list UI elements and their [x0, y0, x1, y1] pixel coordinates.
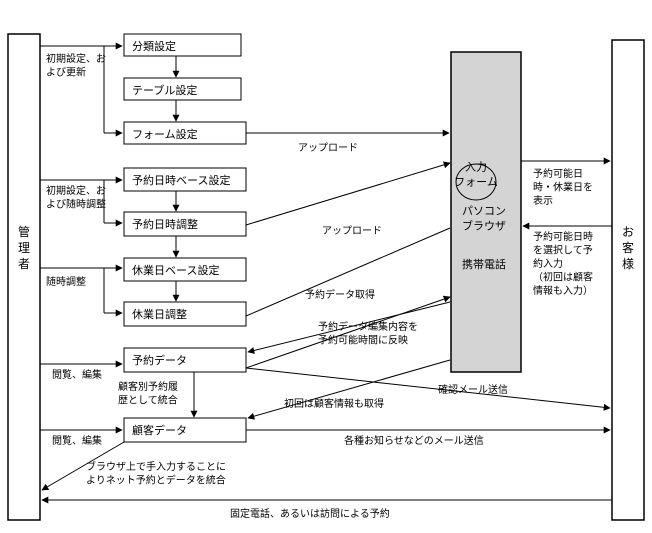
arrow-get-yoyaku [247, 301, 451, 354]
input-form-panel [450, 51, 522, 373]
label-upload-1: アップロード [298, 142, 358, 154]
arrow-upload-yoyaku [245, 161, 451, 226]
box-yoyaku-data [123, 347, 247, 373]
label-get-yoyaku: 予約データ取得 [305, 288, 375, 301]
label-upload-2: アップロード [322, 225, 382, 237]
label-browse-edit-1: 閲覧、編集 [52, 368, 102, 381]
box-yoyaku-base [123, 167, 247, 192]
label-initial-update: 初期設定、および更新 [46, 52, 106, 79]
box-kokyaku-data [123, 417, 247, 443]
label-phone-visit: 固定電話、あるいは訪問による予約 [230, 507, 390, 520]
box-yoyaku-adjust [123, 211, 247, 237]
admin-label: 管理者 [18, 224, 30, 271]
box-table-label: テーブル設定 [132, 83, 197, 97]
box-kyugyo-base-label: 休業日ベース設定 [132, 263, 219, 277]
box-yoyaku-adjust-label: 予約日時調整 [132, 217, 198, 231]
box-yoyaku-data-label: 予約データ [132, 353, 187, 367]
label-browse-edit-2: 閲覧、編集 [52, 434, 102, 447]
box-kyugyo-base [123, 257, 247, 282]
label-news-mail: 各種お知らせなどのメール送信 [344, 434, 484, 447]
customer-label: お客様 [622, 225, 634, 271]
label-confirm-mail: 確認メール送信 [438, 383, 508, 396]
box-form-label: フォーム設定 [132, 127, 198, 141]
box-kyugyo-adjust-label: 休業日調整 [132, 307, 187, 321]
mobile-label: 携帯電話 [462, 257, 506, 271]
customer-column [611, 39, 645, 521]
arrow-kyugyo-upload [245, 227, 451, 317]
box-kyugyo-adjust [123, 301, 247, 327]
label-show-available: 予約可能日時・休業日を表示 [533, 167, 593, 207]
box-table [123, 77, 242, 101]
pc-browser-label: パソコンブラウザ [462, 205, 506, 233]
label-first-time: 初回は顧客情報も取得 [284, 397, 384, 410]
label-manual-merge: ブラウザ上で手入力することによりネット予約とデータを統合 [86, 460, 226, 487]
box-kokyaku-data-label: 顧客データ [132, 423, 187, 437]
label-history: 顧客別予約履歴として統合 [118, 380, 178, 407]
arrow-first-time [247, 359, 451, 420]
box-yoyaku-base-label: 予約日時ベース設定 [132, 173, 230, 187]
form-bubble [455, 163, 497, 201]
form-bubble-label: 入力フォーム [454, 161, 498, 189]
label-reflect-edits: 予約データ編集内容を予約可能時間に反映 [318, 320, 418, 347]
label-anytime-adjust: 随時調整 [46, 275, 86, 288]
arrow-reflect-edits [245, 295, 451, 369]
arrow-manual-merge [41, 441, 125, 491]
label-select-input: 予約可能日時を選択して予約入力（初回は顧客情報も入力） [533, 230, 593, 297]
admin-column [7, 33, 41, 521]
box-bunrui [123, 33, 242, 57]
label-initial-anytime: 初期設定、および随時調整 [46, 184, 106, 211]
arrow-confirm-mail [245, 367, 611, 411]
box-bunrui-label: 分類設定 [132, 39, 176, 53]
